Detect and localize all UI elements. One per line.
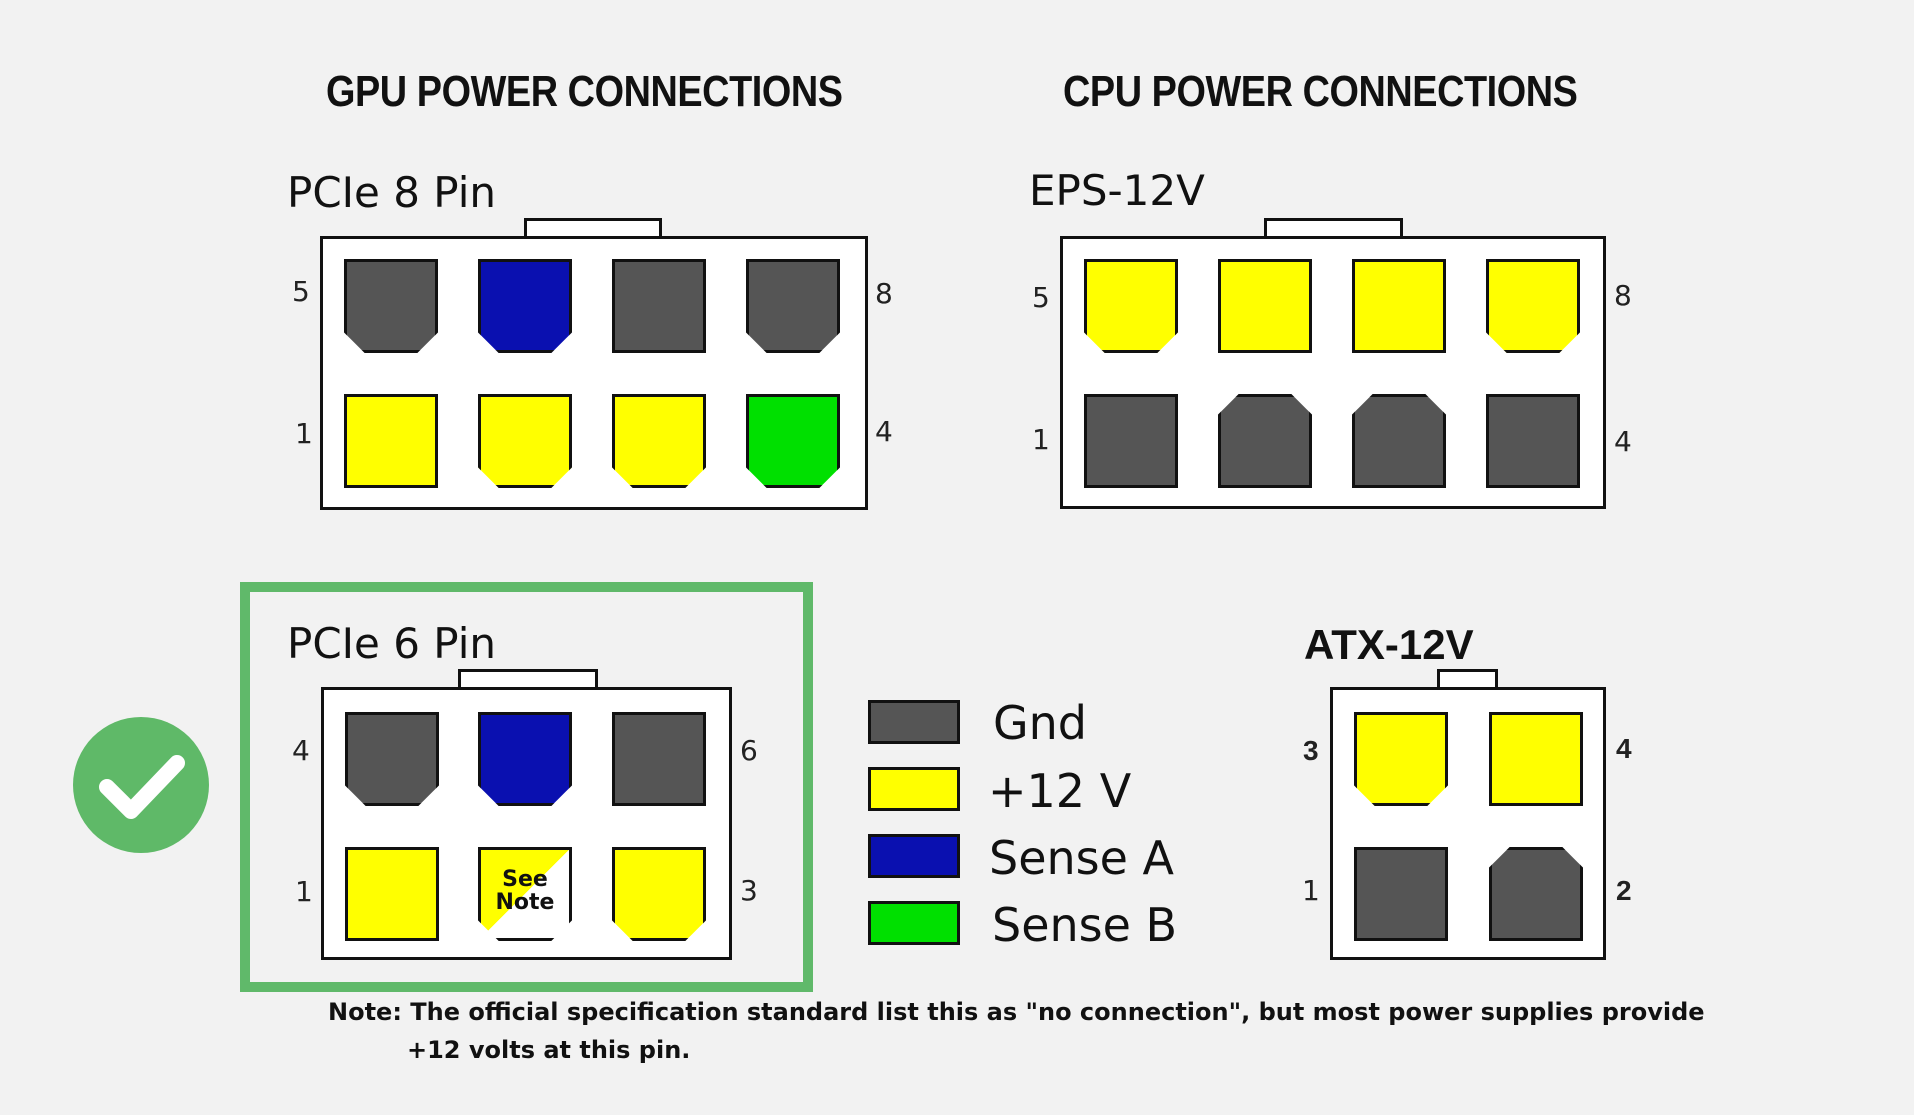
atx12v-num-4: 4 bbox=[1616, 733, 1632, 764]
checkmark-glyph bbox=[99, 755, 185, 819]
legend-label-sense-b: Sense B bbox=[992, 898, 1178, 952]
pcie6-pin-6 bbox=[612, 712, 706, 806]
pcie6-num-4: 4 bbox=[292, 734, 310, 767]
pcie8-num-5: 5 bbox=[292, 275, 310, 308]
eps12v-num-1: 1 bbox=[1032, 423, 1050, 456]
legend-label-12v: +12 V bbox=[988, 764, 1132, 818]
eps12v-latch bbox=[1264, 218, 1403, 238]
pcie8-num-1: 1 bbox=[295, 417, 313, 450]
atx12v-num-1: 1 bbox=[1302, 874, 1320, 907]
eps12v-pin-8 bbox=[1486, 259, 1580, 353]
pcie8-connector bbox=[318, 215, 868, 510]
pcie6-housing: See Note bbox=[321, 687, 732, 960]
cpu-section-title: CPU POWER CONNECTIONS bbox=[1063, 67, 1578, 116]
eps12v-pin-4 bbox=[1486, 394, 1580, 488]
pcie8-pin-1 bbox=[344, 394, 438, 488]
eps12v-housing bbox=[1060, 236, 1606, 509]
pcie6-pin-2-see-note: See Note bbox=[478, 847, 572, 941]
legend-label-sense-a: Sense A bbox=[989, 831, 1175, 885]
eps12v-num-4: 4 bbox=[1614, 425, 1632, 458]
eps12v-num-5: 5 bbox=[1032, 281, 1050, 314]
pcie6-num-3: 3 bbox=[740, 874, 758, 907]
atx12v-pin-2 bbox=[1489, 847, 1583, 941]
legend-label-gnd: Gnd bbox=[993, 696, 1087, 750]
recommended-highlight-box bbox=[240, 582, 813, 992]
pcie6-num-1: 1 bbox=[295, 875, 313, 908]
pcie8-num-4: 4 bbox=[875, 415, 893, 448]
eps12v-connector bbox=[1058, 216, 1608, 509]
pcie6-latch bbox=[458, 669, 598, 689]
atx12v-latch bbox=[1437, 669, 1498, 689]
pcie6-pin-3 bbox=[612, 847, 706, 941]
atx12v-connector bbox=[1330, 667, 1606, 960]
pcie8-label: PCIe 8 Pin bbox=[287, 168, 496, 217]
legend-swatch-12v bbox=[868, 767, 960, 811]
pcie6-pin-4 bbox=[345, 712, 439, 806]
eps12v-pin-3 bbox=[1352, 394, 1446, 488]
footnote-line-1: Note: The official specification standar… bbox=[328, 998, 1705, 1026]
pcie8-pin-2 bbox=[478, 394, 572, 488]
pcie8-pin-8 bbox=[746, 259, 840, 353]
pcie8-pin-7 bbox=[612, 259, 706, 353]
pcie8-pin-4 bbox=[746, 394, 840, 488]
atx12v-housing bbox=[1330, 687, 1606, 960]
see-note-line2: Note bbox=[495, 890, 555, 915]
eps12v-num-8: 8 bbox=[1614, 279, 1632, 312]
eps12v-pin-6 bbox=[1218, 259, 1312, 353]
pcie6-connector: See Note bbox=[321, 667, 733, 960]
eps12v-pin-5 bbox=[1084, 259, 1178, 353]
pcie6-pin-5 bbox=[478, 712, 572, 806]
pcie6-label: PCIe 6 Pin bbox=[287, 619, 496, 668]
footnote-line-2: +12 volts at this pin. bbox=[407, 1036, 691, 1064]
pcie8-pin-6 bbox=[478, 259, 572, 353]
legend-swatch-gnd bbox=[868, 700, 960, 744]
atx12v-pin-4 bbox=[1489, 712, 1583, 806]
pcie6-num-6: 6 bbox=[740, 734, 758, 767]
eps12v-pin-7 bbox=[1352, 259, 1446, 353]
pcie6-pin-1 bbox=[345, 847, 439, 941]
atx12v-pin-1 bbox=[1354, 847, 1448, 941]
pcie8-pin-5 bbox=[344, 259, 438, 353]
gpu-section-title: GPU POWER CONNECTIONS bbox=[326, 67, 843, 116]
pcie8-pin-3 bbox=[612, 394, 706, 488]
eps12v-label: EPS-12V bbox=[1029, 166, 1205, 215]
pcie8-housing bbox=[320, 236, 868, 510]
atx12v-num-3: 3 bbox=[1303, 735, 1319, 766]
pcie8-latch bbox=[524, 218, 662, 238]
atx12v-label: ATX-12V bbox=[1304, 621, 1474, 668]
atx12v-pin-3 bbox=[1354, 712, 1448, 806]
eps12v-pin-2 bbox=[1218, 394, 1312, 488]
legend: Gnd +12 V Sense A Sense B bbox=[868, 698, 1198, 958]
check-circle-icon bbox=[73, 717, 209, 853]
legend-swatch-sense-a bbox=[868, 834, 960, 878]
see-note-line1: See bbox=[502, 867, 548, 892]
eps12v-pin-1 bbox=[1084, 394, 1178, 488]
legend-swatch-sense-b bbox=[868, 901, 960, 945]
pcie8-num-8: 8 bbox=[875, 277, 893, 310]
atx12v-num-2: 2 bbox=[1616, 875, 1632, 906]
